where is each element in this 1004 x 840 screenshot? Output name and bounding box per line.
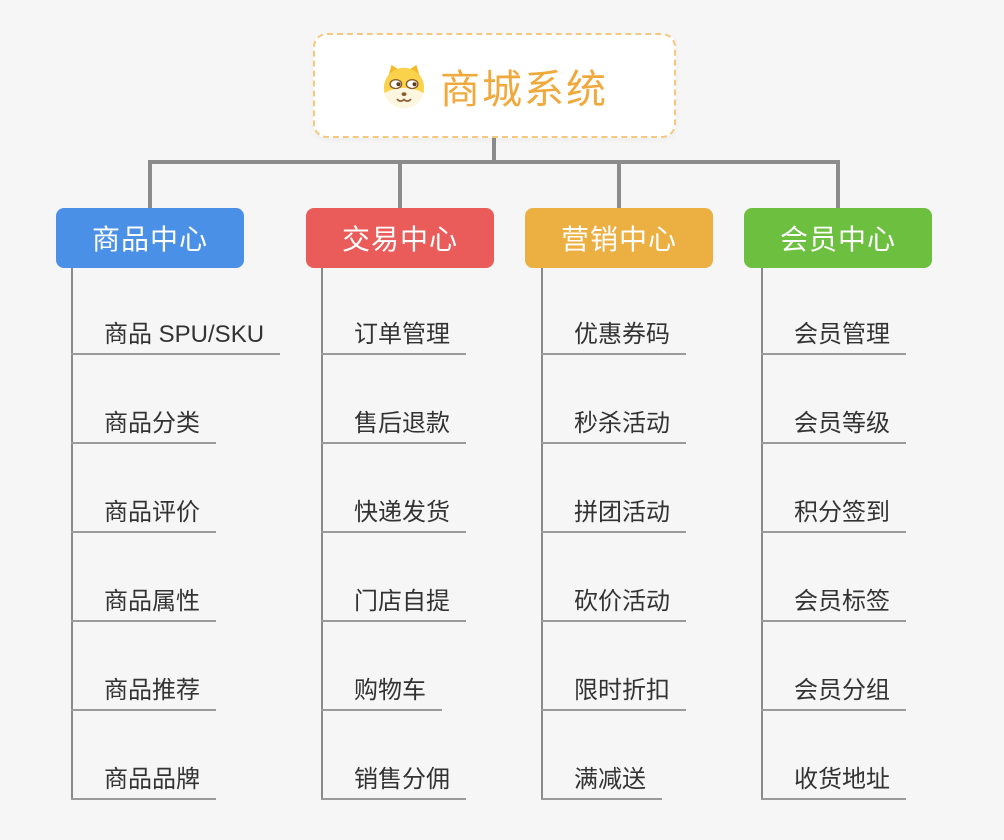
leaf-item[interactable]: 售后退款 xyxy=(321,399,466,444)
branch-node-member-center[interactable]: 会员中心 xyxy=(744,208,932,268)
branch-bus-line xyxy=(148,160,840,164)
leaf-item[interactable]: 商品推荐 xyxy=(71,666,216,711)
leaf-item[interactable]: 会员等级 xyxy=(761,399,906,444)
leaf-item[interactable]: 会员分组 xyxy=(761,666,906,711)
drop-line-member xyxy=(836,162,840,210)
root-connector-line xyxy=(492,138,496,163)
leaf-item[interactable]: 会员标签 xyxy=(761,577,906,622)
leaf-item[interactable]: 商品属性 xyxy=(71,577,216,622)
leaf-item[interactable]: 秒杀活动 xyxy=(541,399,686,444)
leaf-item[interactable]: 销售分佣 xyxy=(321,755,466,800)
drop-line-marketing xyxy=(617,162,621,210)
trunk-line-member xyxy=(761,268,763,800)
root-title: 商城系统 xyxy=(440,67,608,112)
leaf-item[interactable]: 门店自提 xyxy=(321,577,466,622)
leaf-item[interactable]: 商品分类 xyxy=(71,399,216,444)
leaf-item[interactable]: 限时折扣 xyxy=(541,666,686,711)
leaf-item[interactable]: 砍价活动 xyxy=(541,577,686,622)
leaf-item[interactable]: 订单管理 xyxy=(321,310,466,355)
leaf-item[interactable]: 商品品牌 xyxy=(71,755,216,800)
leaf-item[interactable]: 会员管理 xyxy=(761,310,906,355)
leaf-item[interactable]: 购物车 xyxy=(321,666,442,711)
drop-line-product xyxy=(148,162,152,210)
leaf-item[interactable]: 满减送 xyxy=(541,755,662,800)
branch-node-trade-center[interactable]: 交易中心 xyxy=(306,208,494,268)
leaf-item[interactable]: 商品评价 xyxy=(71,488,216,533)
leaf-item[interactable]: 优惠券码 xyxy=(541,310,686,355)
leaf-item[interactable]: 商品 SPU/SKU xyxy=(71,310,281,355)
root-node[interactable]: 商城系统 xyxy=(313,33,676,138)
leaf-item[interactable]: 快递发货 xyxy=(321,488,466,533)
doge-icon xyxy=(381,63,427,109)
trunk-line-trade xyxy=(321,268,323,800)
leaf-item[interactable]: 积分签到 xyxy=(761,488,906,533)
branch-node-product-center[interactable]: 商品中心 xyxy=(56,208,244,268)
leaf-item[interactable]: 拼团活动 xyxy=(541,488,686,533)
trunk-line-product xyxy=(71,268,73,800)
leaf-item[interactable]: 收货地址 xyxy=(761,755,906,800)
trunk-line-marketing xyxy=(541,268,543,800)
drop-line-trade xyxy=(398,162,402,210)
branch-node-marketing-center[interactable]: 营销中心 xyxy=(525,208,713,268)
